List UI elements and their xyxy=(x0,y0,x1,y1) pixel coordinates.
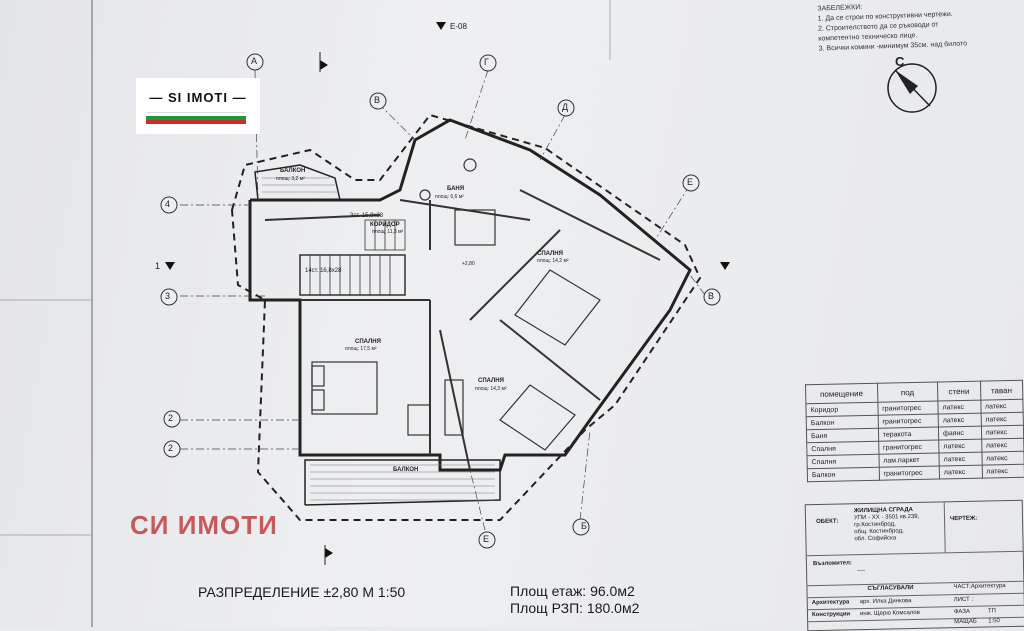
room-bedroom-west: СПАЛНЯ xyxy=(355,339,381,345)
room-balcony-top: БАЛКОН xyxy=(280,168,306,174)
axis-label-e1: Е xyxy=(687,177,694,187)
axis-label-2a: 2 xyxy=(168,413,174,423)
room-balcony-bottom: БАЛКОН xyxy=(393,467,419,473)
staircase xyxy=(299,219,406,296)
level-mark: +2,80 xyxy=(462,261,475,267)
room-bedroom-east-area: площ: 14,2 м² xyxy=(537,258,569,264)
north-compass-icon xyxy=(887,63,937,113)
engineer-name: инж. Щерю Комсалов xyxy=(859,609,920,618)
tb-row xyxy=(806,550,1023,557)
stairs-lower-label: 14ст. 16,8x28 xyxy=(305,268,342,274)
room-corridor-area: площ: 11,3 м² xyxy=(372,229,404,235)
drawing-label: ЧЕРТЕЖ: xyxy=(949,515,978,523)
object-text: ЖИЛИЩНА СГРАДА УПИ - ХХ - 3501 кв.239, г… xyxy=(853,507,920,543)
object-label: ОБЕКТ: xyxy=(816,518,839,526)
room-bedroom-south-area: площ: 14,3 м² xyxy=(475,386,507,392)
flag-stripe-white xyxy=(146,112,246,117)
tb-row xyxy=(807,592,1024,599)
axis-label-e2: Е xyxy=(483,534,490,544)
axis-label-g: Г xyxy=(484,57,489,67)
axis-label-a: А xyxy=(251,56,258,66)
phase-label: ФАЗА xyxy=(953,608,971,616)
architect-name: арх. Илка Динкова xyxy=(859,598,912,606)
axis-label-4: 4 xyxy=(165,199,171,209)
col-header-room: помещение xyxy=(805,383,878,404)
rzp-area-caption: Площ РЗП: 180.0м2 xyxy=(510,600,640,616)
room-bathroom-area: площ: 6,6 м² xyxy=(435,194,464,200)
stairs-upper-label: 3ст. 15,8x28 xyxy=(350,213,384,219)
section-markers xyxy=(165,22,730,558)
notes-block: ЗАБЕЛЕЖКИ: 1. Да се строи по конструктив… xyxy=(817,0,967,55)
balcony-hatch xyxy=(262,177,495,501)
axis-label-v2: В xyxy=(708,291,715,301)
col-header-ceiling: таван xyxy=(979,380,1023,401)
axis-label-3: 3 xyxy=(165,291,171,301)
floor-area-caption: Площ етаж: 96.0м2 xyxy=(510,583,635,599)
room-bedroom-east: СПАЛНЯ xyxy=(537,251,563,257)
client-value: ---- xyxy=(857,568,866,575)
phase-value: ТП xyxy=(987,608,997,615)
title-block: ОБЕКТ: ЖИЛИЩНА СГРАДА УПИ - ХХ - 3501 кв… xyxy=(804,499,1024,631)
sheet-label: ЛИСТ : xyxy=(953,596,974,604)
axis-label-b: Б xyxy=(581,521,587,531)
grid-lines xyxy=(180,69,706,531)
section-mark-label: E-08 xyxy=(450,22,467,31)
watermark-text: СИ ИМОТИ xyxy=(130,510,278,540)
part-label: ЧАСТ:Архитектура xyxy=(953,583,1006,591)
distribution-caption: РАЗПРЕДЕЛЕНИЕ ±2,80 М 1:50 xyxy=(198,584,406,600)
room-bedroom-south: СПАЛНЯ xyxy=(478,378,504,384)
furniture xyxy=(311,158,601,451)
axis-label-v1: В xyxy=(374,95,381,105)
architecture-label: Архитектура xyxy=(811,599,850,607)
axis-label-2b: 2 xyxy=(168,443,174,453)
si-imoti-logo: — SI IMOTI — xyxy=(136,78,260,134)
flag-stripe-green xyxy=(146,116,246,120)
agreed-label: СЪГЛАСУВАЛИ xyxy=(867,585,914,592)
room-balcony-top-area: площ: 3,2 м² xyxy=(276,176,305,182)
axis-label-1: 1 xyxy=(155,261,161,271)
scale-label: МАЩАБ xyxy=(954,618,977,626)
roof-outline xyxy=(230,113,702,521)
compass-label: С xyxy=(895,54,905,69)
tb-divider xyxy=(943,502,946,553)
col-header-walls: стени xyxy=(937,381,981,402)
construction-label: Конструкции xyxy=(811,611,851,619)
room-corridor: КОРИДОР xyxy=(370,222,400,228)
room-bathroom: БАНЯ xyxy=(447,186,465,192)
client-label: Възложител: xyxy=(812,560,852,568)
col-header-floor: под xyxy=(877,382,938,403)
scale-value: 1:50 xyxy=(988,618,1000,625)
flag-stripe-red xyxy=(146,120,246,124)
axis-bubbles xyxy=(160,53,721,549)
axis-label-d: Д xyxy=(562,102,569,112)
room-bedroom-west-area: площ: 17,5 м² xyxy=(345,346,377,352)
logo-text: — SI IMOTI — xyxy=(149,90,247,105)
